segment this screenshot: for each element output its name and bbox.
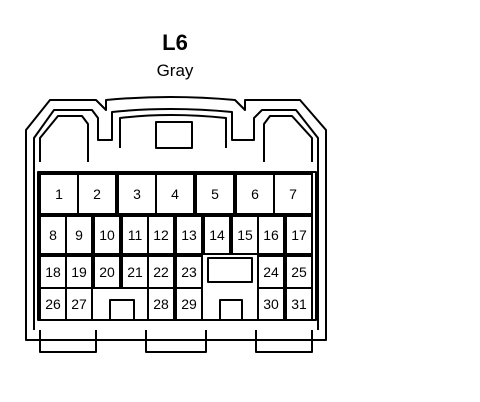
pin-number: 26 xyxy=(45,296,61,312)
key-notch-left xyxy=(109,299,135,320)
pin-cavity: 30 xyxy=(257,287,285,321)
bottom-foot-left xyxy=(39,330,97,353)
pin-number: 9 xyxy=(75,227,83,243)
pin-cavity-outline xyxy=(65,287,93,321)
pin-cavity: 19 xyxy=(65,255,93,289)
pin-cavity: 20 xyxy=(93,255,121,289)
pin-cavity: 21 xyxy=(121,255,149,289)
pin-cavity: 18 xyxy=(39,255,67,289)
blocked-cavity xyxy=(207,257,253,283)
pin-cavity: 31 xyxy=(285,287,313,321)
pin-number: 21 xyxy=(127,264,143,280)
pin-cavity: 9 xyxy=(65,215,93,255)
pin-cavity: 10 xyxy=(93,215,121,255)
pin-cavity: 25 xyxy=(285,255,313,289)
housing-outline xyxy=(25,96,327,341)
top-lock xyxy=(119,114,227,148)
pin-cavity-outline xyxy=(273,173,313,215)
pin-cavity-outline xyxy=(155,173,195,215)
pin-cavity: 11 xyxy=(121,215,149,255)
pin-cavity: 2 xyxy=(77,173,117,215)
pin-cavity: 1 xyxy=(39,173,79,215)
pin-cavity: 16 xyxy=(257,215,285,255)
right-latch xyxy=(263,115,313,162)
pin-cavity: 6 xyxy=(235,173,275,215)
pin-number: 30 xyxy=(263,296,279,312)
pin-cavity: 29 xyxy=(175,287,203,321)
pin-cavity-outline xyxy=(257,287,285,321)
pin-number: 16 xyxy=(263,227,279,243)
pin-cavity-outline xyxy=(93,215,121,255)
left-latch xyxy=(39,115,89,162)
pin-number: 31 xyxy=(291,296,307,312)
pin-cavity-outline xyxy=(175,215,203,255)
connector-color: Gray xyxy=(156,61,194,80)
pin-cavity-outline xyxy=(195,173,235,215)
pin-cavity: 12 xyxy=(147,215,175,255)
pin-number: 20 xyxy=(99,264,115,280)
bottom-foot-right xyxy=(255,330,313,353)
pin-cavity-outline xyxy=(147,287,175,321)
pin-number: 3 xyxy=(133,186,141,202)
pin-number: 19 xyxy=(71,264,87,280)
pin-number: 22 xyxy=(153,264,169,280)
pin-number: 12 xyxy=(153,227,169,243)
connector-name: L6 xyxy=(162,30,188,55)
pin-cavity-outline xyxy=(285,287,313,321)
pin-cavity-outline xyxy=(77,173,117,215)
pin-number: 10 xyxy=(99,227,115,243)
pin-number: 29 xyxy=(181,296,197,312)
pin-cavity: 4 xyxy=(155,173,195,215)
housing-inner-outline xyxy=(33,108,319,330)
pin-cavity-outline xyxy=(203,215,231,255)
pin-cavity-outline xyxy=(147,215,175,255)
pin-cavity-outline xyxy=(93,255,121,289)
pin-cavity: 22 xyxy=(147,255,175,289)
pin-number: 1 xyxy=(55,186,63,202)
pin-number: 13 xyxy=(181,227,197,243)
pin-number: 27 xyxy=(71,296,87,312)
pin-cavity-outline xyxy=(65,215,93,255)
pin-cavity: 17 xyxy=(285,215,313,255)
pin-number: 23 xyxy=(181,264,197,280)
pin-cavity: 26 xyxy=(39,287,67,321)
pin-cavity-outline xyxy=(175,287,203,321)
pin-number: 24 xyxy=(263,264,279,280)
pin-cavity: 15 xyxy=(231,215,259,255)
pin-cavity: 28 xyxy=(147,287,175,321)
pin-cavity: 7 xyxy=(273,173,313,215)
pin-number: 5 xyxy=(211,186,219,202)
pin-number: 11 xyxy=(128,227,143,243)
pin-cavity: 5 xyxy=(195,173,235,215)
pin-cavity-outline xyxy=(257,215,285,255)
pin-cavity: 23 xyxy=(175,255,203,289)
pin-number: 6 xyxy=(251,186,259,202)
lock-tab xyxy=(155,121,193,149)
pin-number: 18 xyxy=(45,264,61,280)
pin-cavity-outline xyxy=(285,215,313,255)
pin-number: 17 xyxy=(291,227,307,243)
pin-number: 25 xyxy=(291,264,307,280)
pin-number: 28 xyxy=(153,296,169,312)
pin-cavity: 27 xyxy=(65,287,93,321)
pin-cavity: 8 xyxy=(39,215,67,255)
pin-number: 14 xyxy=(209,227,225,243)
pin-number: 8 xyxy=(49,227,57,243)
pin-number: 15 xyxy=(237,227,253,243)
pin-cavity: 14 xyxy=(203,215,231,255)
key-notch-right xyxy=(219,299,243,320)
pin-number: 2 xyxy=(93,186,101,202)
pin-number: 7 xyxy=(289,186,297,202)
pin-cavity: 13 xyxy=(175,215,203,255)
pin-cavity: 3 xyxy=(117,173,157,215)
pin-cavity: 24 xyxy=(257,255,285,289)
bottom-foot-center xyxy=(145,330,207,353)
pin-number: 4 xyxy=(171,186,179,202)
